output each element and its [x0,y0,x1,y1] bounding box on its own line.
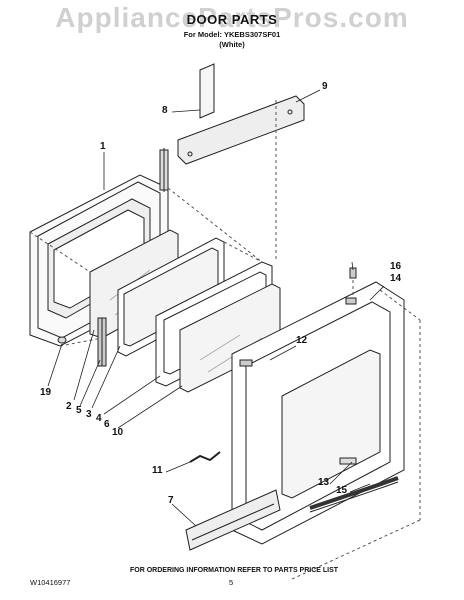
callout-11: 11 [152,465,163,476]
model-line: For Model: YKEBS307SF01 [183,30,281,39]
part-kick-plate-7 [185,489,281,551]
ordering-note: FOR ORDERING INFORMATION REFER TO PARTS … [130,567,339,574]
callout-9: 9 [322,81,328,92]
document-number: W10416977 [30,578,71,587]
page-number: 5 [229,578,234,587]
part-handle-15 [309,457,399,513]
part-screw-19 [57,336,67,344]
part-vent-9 [177,63,305,165]
part-clip-12 [239,359,253,367]
color-line: (White) [219,40,245,49]
part-bracket-3 [97,317,107,367]
callout-5: 5 [76,405,82,416]
callout-10: 10 [112,427,124,438]
callout-1: 1 [100,141,106,152]
callout-4: 4 [96,413,102,424]
callout-19: 19 [40,387,52,398]
callout-13: 13 [318,477,330,488]
callout-2: 2 [66,401,72,412]
callout-8: 8 [162,105,168,116]
callout-3: 3 [86,409,92,420]
callout-6: 6 [104,419,110,430]
callout-12: 12 [296,335,308,346]
watermark: AppliancePartsPros.com [55,2,409,33]
part-screw-16 [345,267,357,305]
callout-15: 15 [336,485,348,496]
part-channel-8 [159,148,169,192]
part-hinge-11 [189,451,221,463]
callout-14: 14 [390,273,402,284]
page-title: DOOR PARTS [186,12,278,27]
callout-7: 7 [168,495,174,506]
callout-16: 16 [390,261,402,272]
